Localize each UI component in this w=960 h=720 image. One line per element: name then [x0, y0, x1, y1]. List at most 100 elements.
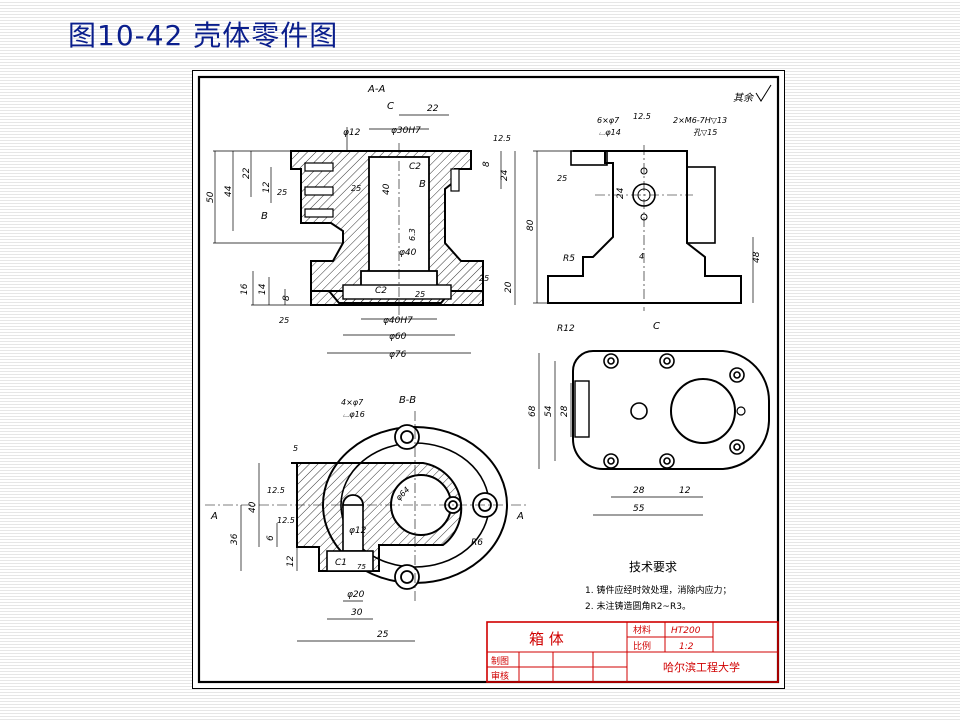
dim-d25d: 25 — [415, 290, 425, 299]
side-d25: 25 — [557, 174, 567, 183]
section-label-c-top: C — [653, 321, 660, 332]
top-left-slot — [574, 380, 590, 438]
top-d54: 54 — [544, 405, 554, 417]
drawing-sheet: 其余 A-A C — [192, 70, 785, 689]
section-label-bb: B-B — [399, 395, 416, 406]
title-block: 箱 体 材料 HT200 比例 1:2 制图 审核 哈尔滨工程大学 — [486, 621, 779, 683]
dim-d60: φ60 — [389, 332, 407, 342]
bb-dimension-lines — [240, 463, 415, 642]
side-thread: 2×M6-7H▽13 — [673, 116, 727, 125]
dim-d44: 44 — [224, 185, 234, 197]
engineering-drawing: 其余 A-A C — [197, 75, 780, 684]
section-label-a-right: A — [516, 511, 524, 522]
roughness-symbol — [755, 84, 772, 102]
section-label-c: C — [387, 101, 394, 112]
dim-d6-3: 6.3 — [408, 228, 417, 241]
dim-d24: 24 — [500, 169, 510, 181]
tb-scale-value: 1:2 — [679, 642, 694, 652]
tb-part-name: 箱 体 — [529, 630, 564, 648]
bb-c1: C1 — [335, 558, 347, 568]
bb-d5: 5 — [293, 444, 298, 453]
bb-bolt-holes — [394, 424, 498, 590]
front-left-hole-2 — [304, 186, 334, 196]
side-outline — [547, 150, 742, 304]
top-d12: 12 — [679, 486, 691, 496]
top-bore — [670, 378, 736, 444]
side-d24: 24 — [616, 187, 626, 199]
bb-d75: 75 — [357, 563, 366, 571]
front-left-hole-3 — [304, 208, 334, 218]
side-holes: 6×φ7 — [597, 116, 620, 125]
dim-d25b: 25 — [351, 184, 361, 193]
bb-r6: R6 — [471, 538, 483, 548]
side-d80: 80 — [526, 219, 536, 231]
side-r125: 12.5 — [633, 112, 651, 121]
dim-d76: φ76 — [389, 350, 407, 360]
dim-d40: 40 — [382, 183, 392, 195]
slide-title: 图10-42 壳体零件图 — [68, 19, 339, 52]
tb-checked-label: 审核 — [491, 670, 509, 682]
front-base-recess — [342, 284, 452, 300]
dim-c2b: C2 — [375, 286, 387, 296]
section-label-aa: A-A — [367, 84, 385, 95]
bb-phi12: φ12 — [349, 526, 367, 536]
dim-d25e: 25 — [279, 316, 289, 325]
bb-r125a: 12.5 — [267, 486, 285, 495]
dim-d12: φ12 — [343, 128, 361, 138]
bb-r125b: 12.5 — [277, 516, 295, 525]
top-bolt-holes — [603, 353, 745, 469]
dim-phi40: φ40 — [399, 248, 417, 258]
bb-d40: 40 — [248, 501, 258, 513]
top-d28b: 28 — [633, 486, 645, 496]
top-d55: 55 — [633, 504, 645, 514]
section-label-a-left: A — [210, 511, 218, 522]
tb-drawn-label: 制图 — [491, 655, 509, 667]
dim-d50: 50 — [206, 191, 216, 203]
bb-d12: 12 — [286, 555, 296, 567]
section-label-b-mid: B — [419, 179, 426, 190]
top-r12: R12 — [557, 324, 575, 334]
bb-d36: 36 — [230, 533, 240, 545]
bb-phi20: φ20 — [347, 590, 365, 600]
front-view-aa: A-A C — [206, 84, 516, 360]
side-drill: 孔▽15 — [693, 128, 717, 137]
dim-d8: 8 — [482, 161, 492, 167]
front-right-thread-hole — [450, 168, 460, 192]
bb-d25: 25 — [377, 630, 389, 640]
dim-d25c: 25 — [479, 274, 489, 283]
front-dimension-lines — [213, 114, 516, 354]
dim-r125-front: 12.5 — [493, 134, 511, 143]
dim-d22: 22 — [427, 104, 439, 114]
bb-d6: 6 — [266, 535, 276, 541]
top-d68: 68 — [528, 405, 538, 417]
tb-school: 哈尔滨工程大学 — [663, 660, 740, 674]
bb-recess — [326, 550, 374, 572]
dim-d25a: 25 — [277, 188, 287, 197]
dim-c2a: C2 — [409, 162, 421, 172]
dim-d14: 14 — [258, 283, 268, 295]
side-top-lug — [570, 150, 608, 166]
tb-scale-label: 比例 — [633, 640, 651, 652]
section-label-b-left: B — [261, 211, 268, 222]
dim-d20: 20 — [504, 281, 514, 293]
side-d48: 48 — [752, 251, 762, 263]
side-view: 6×φ7 ⌴φ14 2×M6-7H▽13 孔▽15 12.5 25 24 80 … — [526, 112, 762, 311]
tb-material-label: 材料 — [633, 624, 651, 636]
side-r5: R5 — [563, 254, 575, 264]
technical-notes: 技术要求 1. 铸件应经时效处理，消除内应力； 2. 未注铸造圆角R2~R3。 — [585, 560, 731, 612]
notes-item-2: 2. 未注铸造圆角R2~R3。 — [585, 600, 691, 612]
dim-d16: 16 — [240, 283, 250, 295]
top-right-small-hole — [736, 406, 746, 416]
top-center-hole — [630, 402, 648, 420]
side-spotface: ⌴φ14 — [599, 128, 621, 137]
dim-d8b: 8 — [282, 295, 292, 301]
bb-d30: 30 — [351, 608, 363, 618]
top-d28: 28 — [560, 405, 570, 417]
side-dimension-lines — [533, 150, 754, 304]
top-dimension-lines — [538, 353, 703, 516]
roughness-other-label: 其余 — [733, 92, 755, 104]
bb-spotface: ⌴φ16 — [343, 410, 365, 419]
side-d4: 4 — [639, 252, 644, 261]
top-view-c: C R12 68 54 28 28 12 55 — [528, 321, 771, 516]
dim-d30h7: φ30H7 — [391, 126, 421, 136]
